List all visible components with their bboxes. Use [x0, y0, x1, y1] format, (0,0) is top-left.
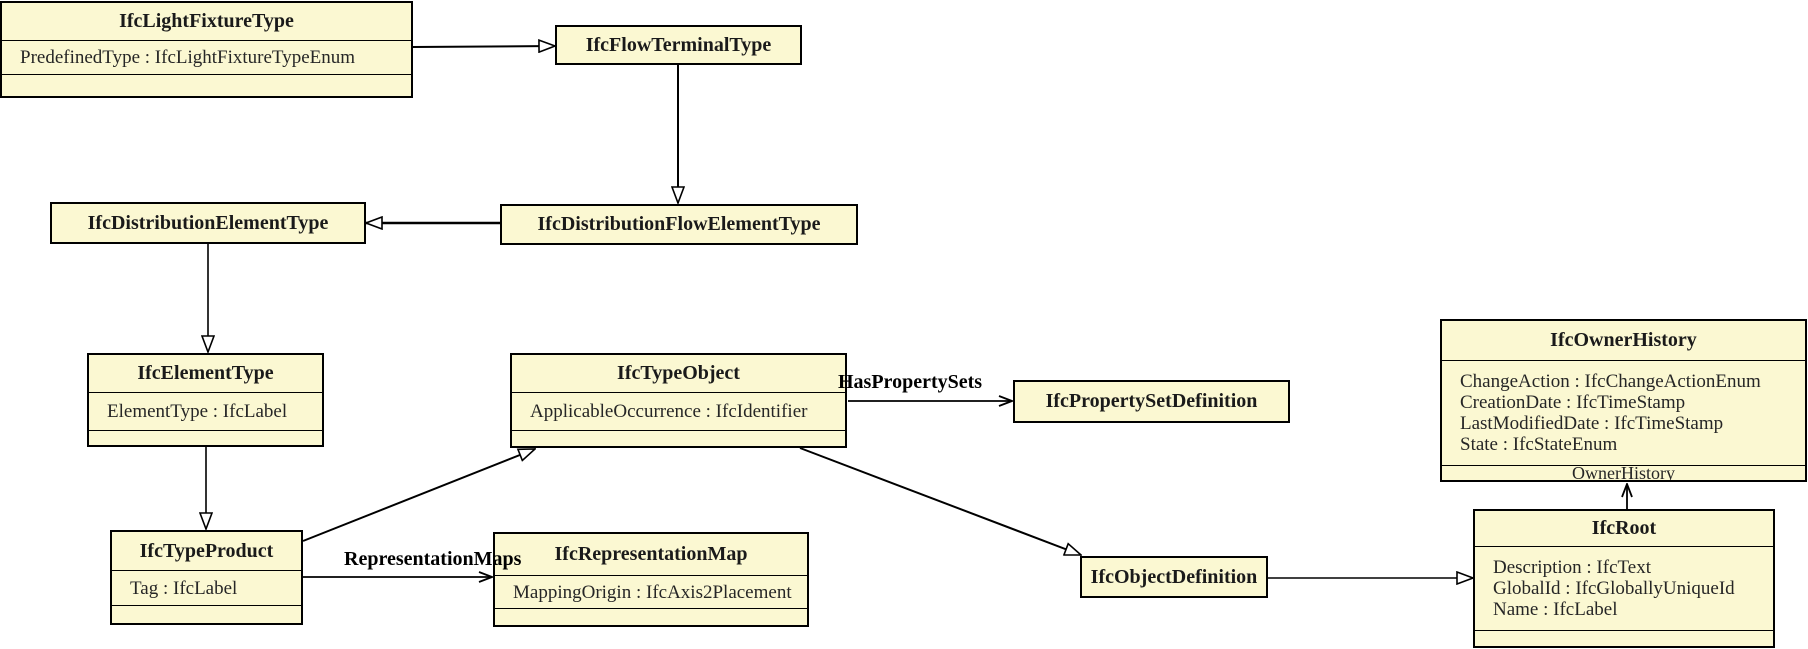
class-title: IfcObjectDefinition	[1090, 565, 1258, 588]
class-attribute: LastModifiedDate : IfcTimeStamp	[1460, 413, 1724, 434]
empty-compartment	[89, 430, 322, 445]
class-attribute: ApplicableOccurrence : IfcIdentifier	[530, 401, 808, 422]
class-ifc-element-type[interactable]: IfcElementType ElementType : IfcLabel	[87, 353, 324, 447]
edge-generalization-lightfixturetype-flowterminaltype	[412, 46, 555, 47]
empty-compartment	[495, 608, 807, 625]
class-attribute: Tag : IfcLabel	[130, 577, 238, 599]
class-title: IfcRoot	[1591, 517, 1657, 539]
class-title: IfcTypeObject	[617, 362, 740, 384]
class-attribute: GlobalId : IfcGloballyUniqueId	[1493, 578, 1735, 599]
class-ifc-type-product[interactable]: IfcTypeProduct Tag : IfcLabel	[110, 530, 303, 625]
class-ifc-root[interactable]: IfcRoot Description : IfcText GlobalId :…	[1473, 509, 1775, 648]
class-attribute: MappingOrigin : IfcAxis2Placement	[513, 581, 792, 603]
class-ifc-distribution-element-type[interactable]: IfcDistributionElementType	[50, 202, 366, 244]
edge-label-has-property-sets: HasPropertySets	[838, 371, 983, 393]
class-attribute: Description : IfcText	[1493, 557, 1652, 578]
class-ifc-owner-history[interactable]: IfcOwnerHistory ChangeAction : IfcChange…	[1440, 319, 1807, 482]
class-ifc-object-definition[interactable]: IfcObjectDefinition	[1080, 556, 1268, 598]
class-title: IfcRepresentationMap	[554, 543, 748, 565]
class-attribute: Name : IfcLabel	[1493, 599, 1618, 620]
class-title: IfcTypeProduct	[139, 539, 274, 562]
empty-compartment	[2, 74, 411, 96]
class-ifc-distribution-flow-element-type[interactable]: IfcDistributionFlowElementType	[500, 204, 858, 245]
class-ifc-representation-map[interactable]: IfcRepresentationMap MappingOrigin : Ifc…	[493, 532, 809, 627]
class-title: IfcDistributionElementType	[87, 211, 329, 234]
class-attribute: ElementType : IfcLabel	[107, 401, 288, 422]
empty-compartment	[1475, 630, 1773, 646]
class-title: IfcElementType	[137, 362, 274, 384]
class-attribute: CreationDate : IfcTimeStamp	[1460, 392, 1686, 413]
class-attribute: ChangeAction : IfcChangeActionEnum	[1460, 371, 1761, 392]
class-ifc-flow-terminal-type[interactable]: IfcFlowTerminalType	[555, 25, 802, 65]
class-attribute: State : IfcStateEnum	[1460, 434, 1618, 455]
empty-compartment	[112, 605, 301, 623]
class-title: IfcPropertySetDefinition	[1045, 390, 1258, 412]
class-ifc-type-object[interactable]: IfcTypeObject ApplicableOccurrence : Ifc…	[510, 353, 847, 448]
class-title: IfcDistributionFlowElementType	[537, 213, 821, 235]
empty-compartment	[512, 430, 845, 446]
class-ifc-property-set-definition[interactable]: IfcPropertySetDefinition	[1013, 380, 1290, 423]
class-title: IfcFlowTerminalType	[585, 33, 772, 56]
edge-label-representation-maps: RepresentationMaps	[344, 548, 522, 570]
class-title: IfcLightFixtureType	[119, 10, 294, 32]
edge-generalization-typeproduct-typeobject	[302, 448, 535, 542]
class-title: IfcOwnerHistory	[1550, 329, 1697, 351]
class-ifc-light-fixture-type[interactable]: IfcLightFixtureType PredefinedType : Ifc…	[0, 1, 413, 98]
owner-history-role-compartment: OwnerHistory	[1442, 465, 1805, 480]
class-attribute: PredefinedType : IfcLightFixtureTypeEnum	[20, 47, 356, 68]
edge-generalization-typeobject-objectdefinition	[799, 447, 1081, 556]
